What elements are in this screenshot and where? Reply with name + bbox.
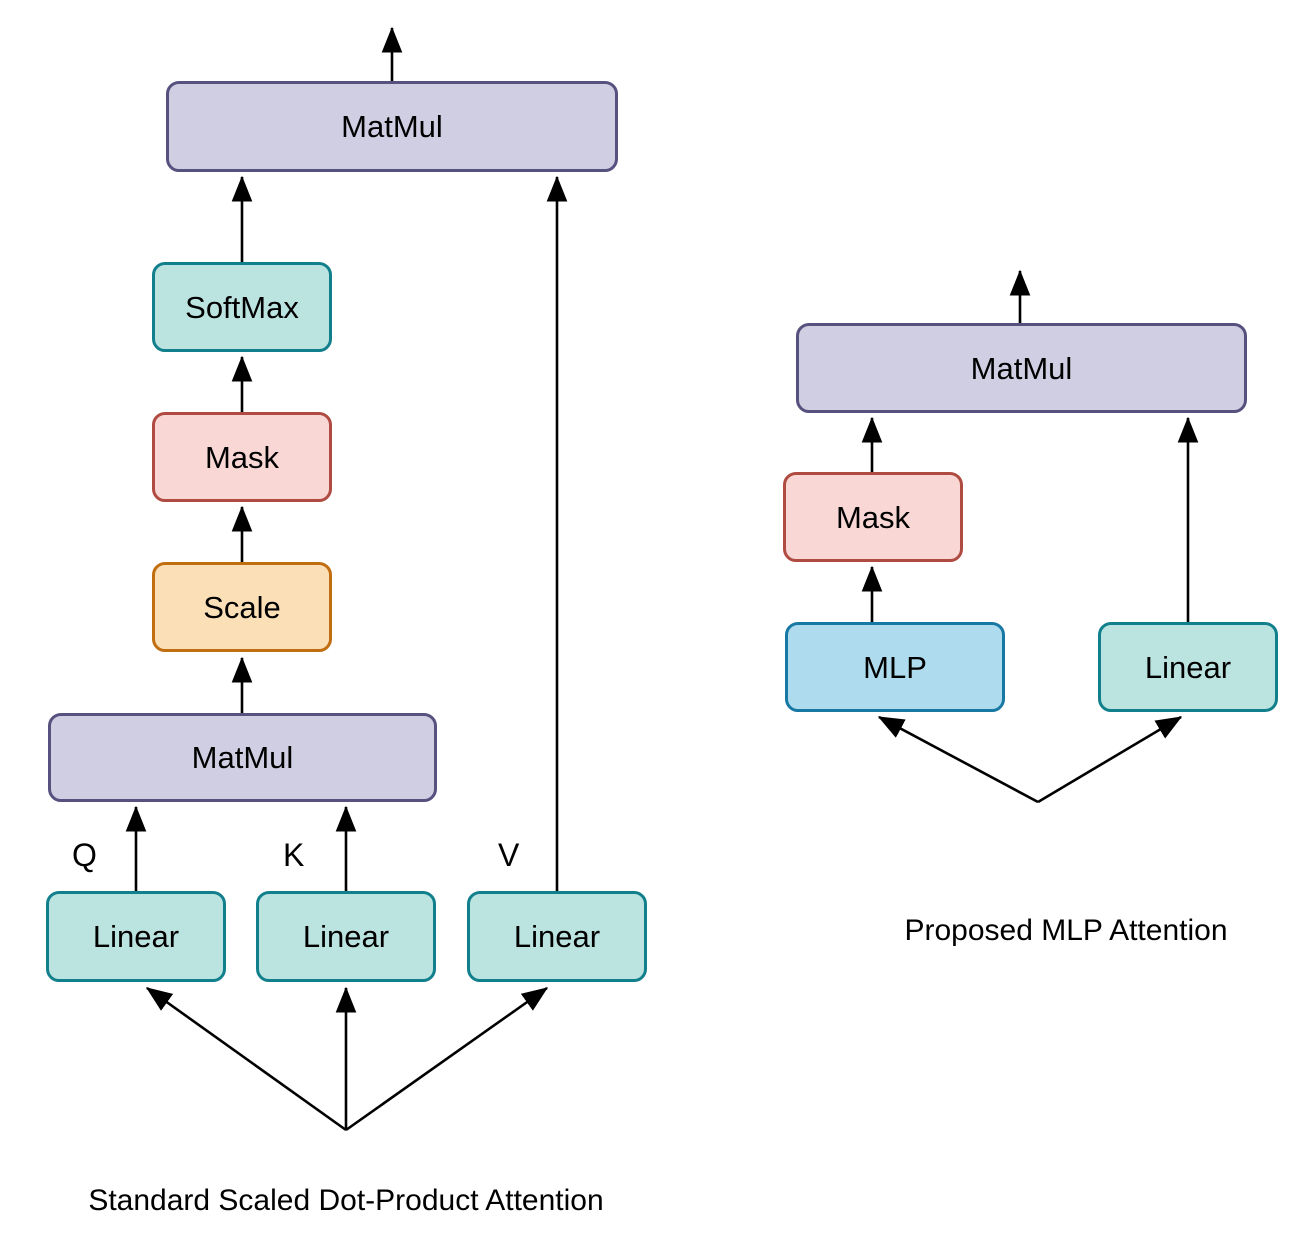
mask-block-left: Mask: [152, 412, 332, 502]
arrow-input-to-linear-right: [1037, 715, 1183, 804]
scale-block: Scale: [152, 562, 332, 652]
mask-block-right: Mask: [783, 472, 963, 562]
matmul-output-block-left: MatMul: [166, 81, 618, 172]
linear-v-block: Linear: [467, 891, 647, 982]
query-input-label: Q: [72, 837, 97, 873]
caption-standard-attention: Standard Scaled Dot-Product Attention: [88, 1184, 604, 1217]
caption-mlp-attention: Proposed MLP Attention: [904, 914, 1228, 947]
arrow-input-to-linear-q: [145, 986, 347, 1132]
key-input-label: K: [283, 837, 305, 873]
value-input-label: V: [498, 837, 520, 873]
mlp-block: MLP: [785, 622, 1005, 712]
linear-q-block: Linear: [46, 891, 226, 982]
linear-block-right: Linear: [1098, 622, 1278, 712]
arrow-input-to-mlp: [877, 715, 1039, 804]
matmul-block-right: MatMul: [796, 323, 1247, 413]
matmul-qk-block: MatMul: [48, 713, 437, 802]
linear-k-block: Linear: [256, 891, 436, 982]
softmax-block: SoftMax: [152, 262, 332, 352]
arrow-input-to-linear-v: [345, 986, 549, 1132]
